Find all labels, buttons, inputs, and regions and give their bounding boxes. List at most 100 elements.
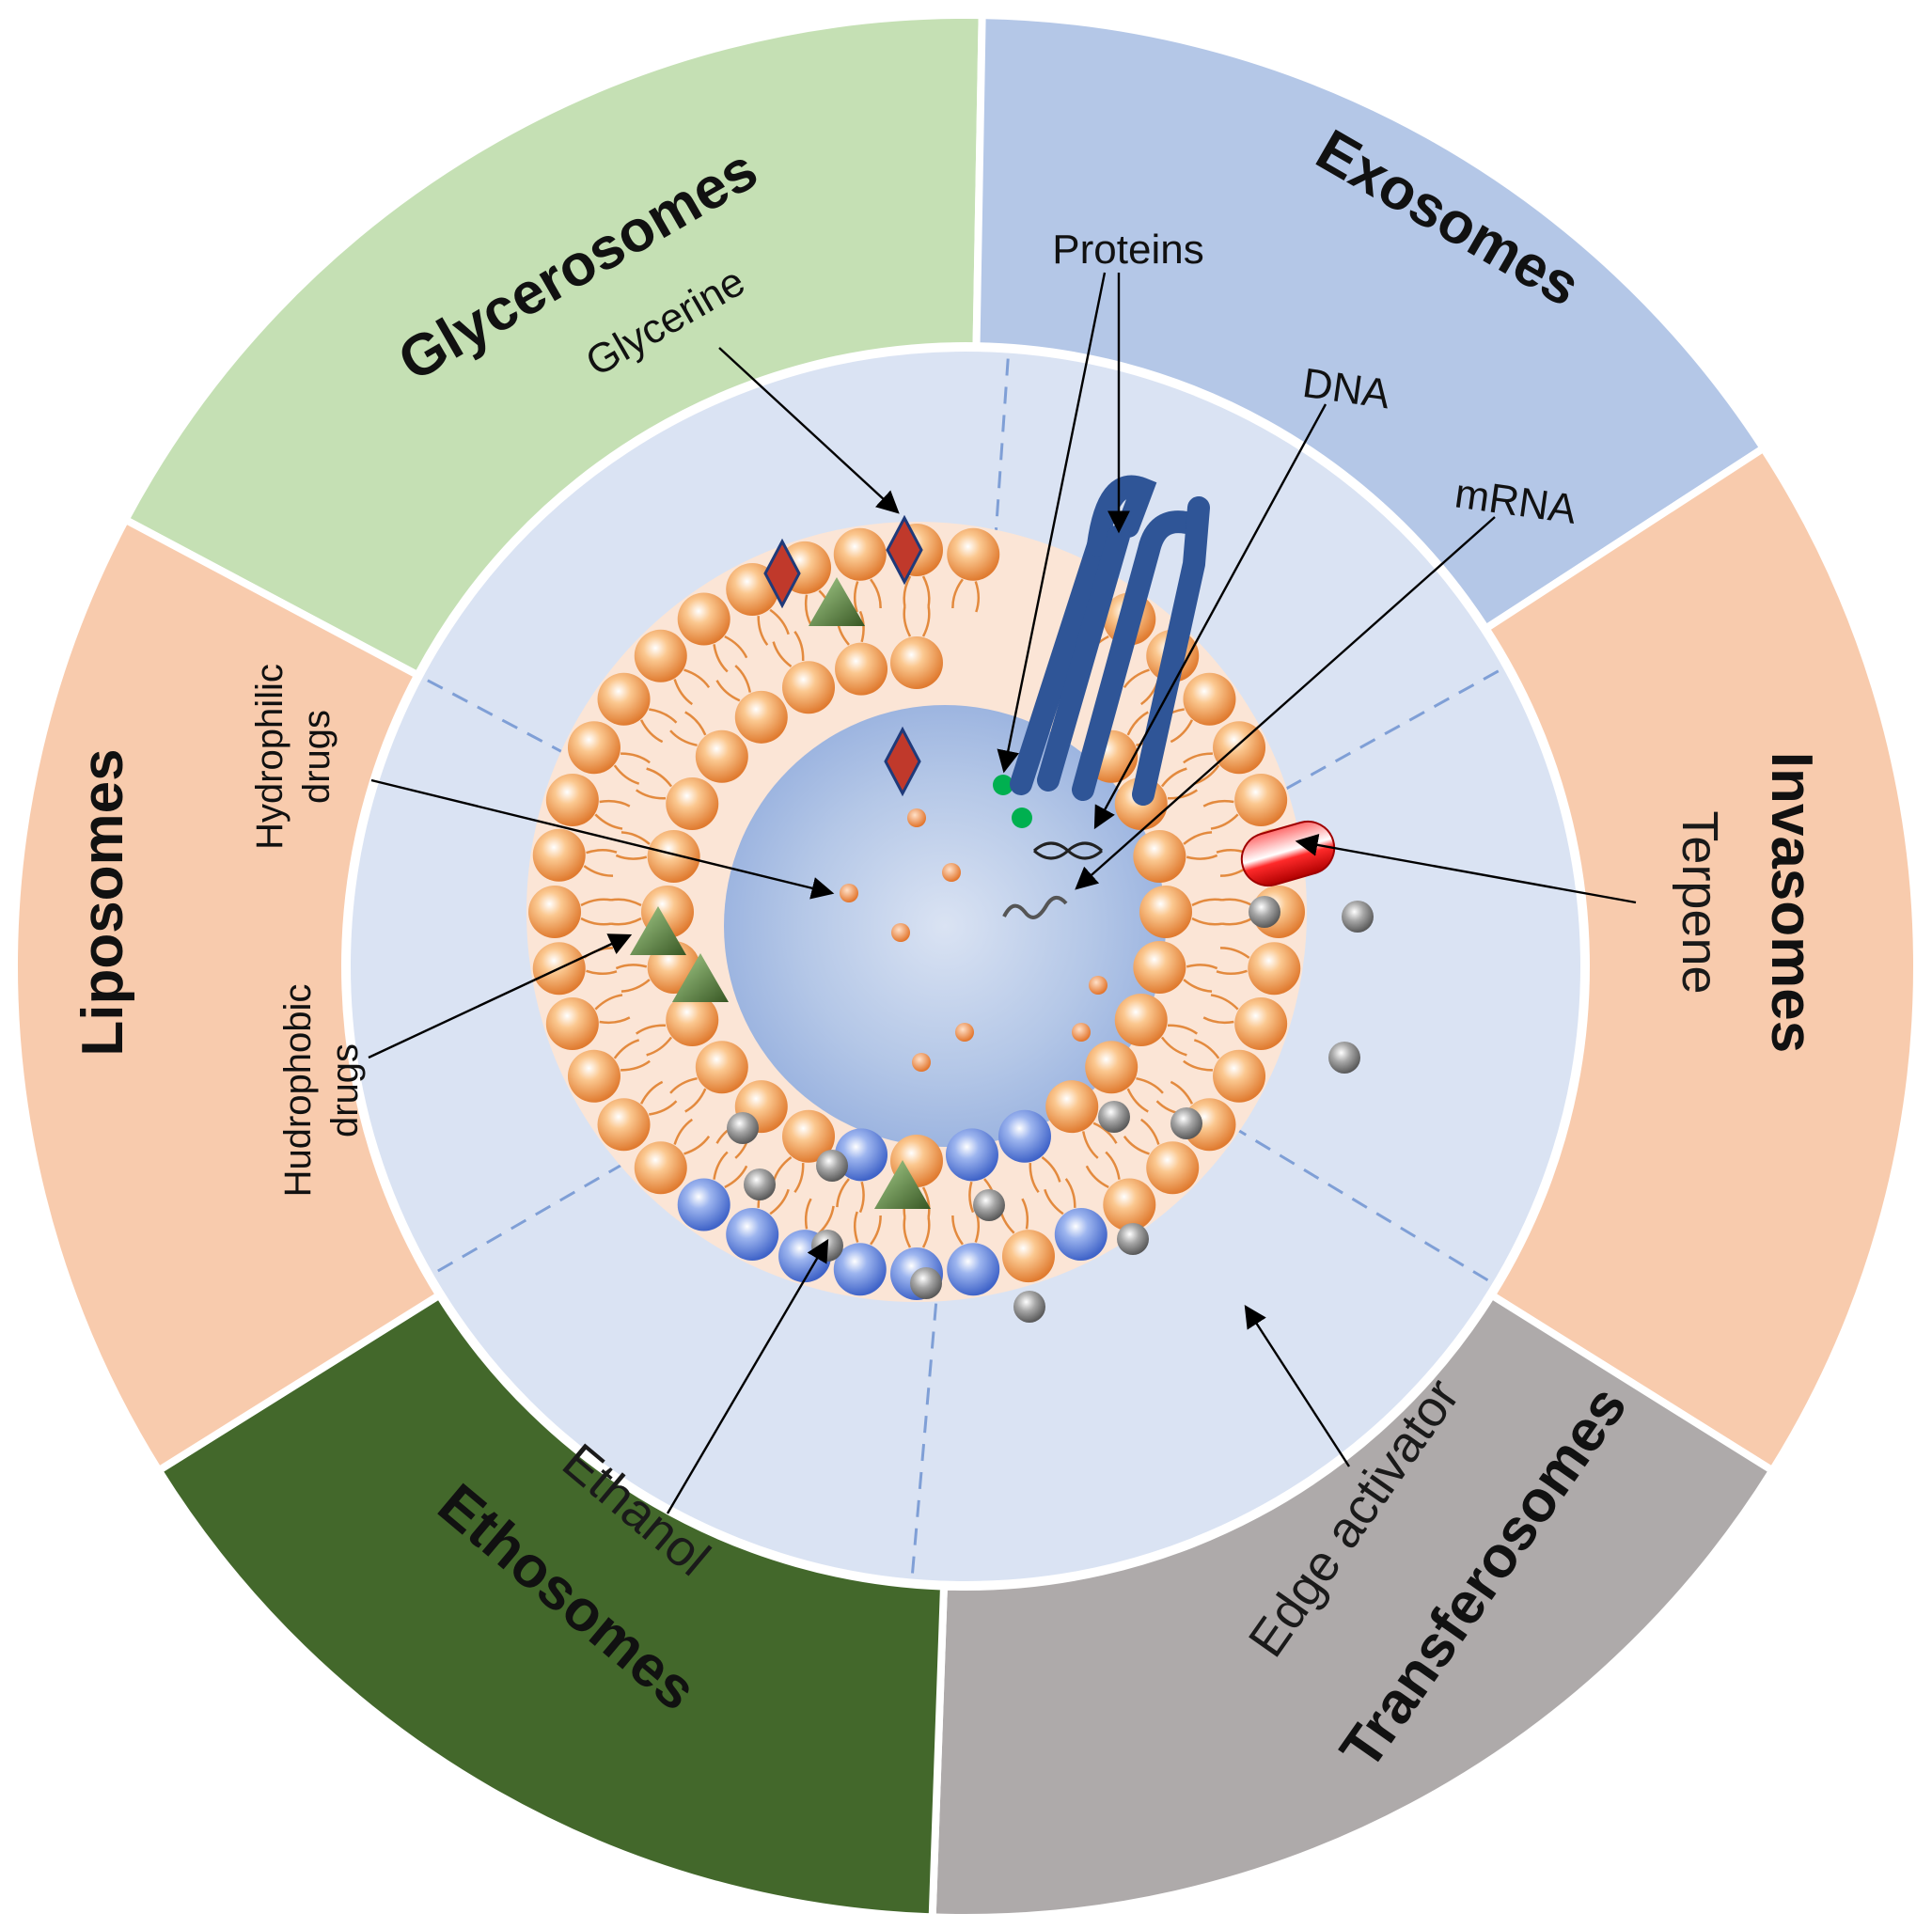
lipid-tail: [615, 964, 648, 970]
annotation-arrow: [1244, 1304, 1351, 1467]
lipid-tail: [903, 1216, 912, 1248]
lipid-tail: [646, 1036, 673, 1057]
vesicle: [526, 514, 1374, 1323]
lipid-tail: [594, 994, 623, 1011]
lipid-tail: [613, 1039, 640, 1059]
lipid-tail: [769, 1188, 790, 1215]
lipid-tail: [1167, 789, 1199, 800]
phospholipid-head: [567, 1049, 620, 1103]
lipid-tail: [1085, 1165, 1109, 1189]
lipid-tail: [974, 581, 981, 613]
lipid-tail: [599, 799, 631, 808]
phospholipid-head: [528, 886, 581, 938]
phospholipid-head: [1001, 1230, 1055, 1283]
glycerine-diamond: [886, 514, 923, 586]
lipid-tail: [1136, 1076, 1164, 1094]
nucleic-acid-dot: [1012, 808, 1032, 828]
lipid-tail: [1105, 1151, 1121, 1180]
lipid-tail: [724, 635, 748, 659]
edge-activator-head: [677, 1178, 730, 1231]
phospholipid-head: [545, 774, 599, 827]
phospholipid-head: [695, 1041, 748, 1094]
lipid-tail: [620, 831, 651, 845]
label-hydrophilic-line2: drugs: [296, 710, 338, 804]
lipid-tail: [1126, 711, 1149, 736]
lipid-tail: [1160, 1036, 1187, 1057]
lipid-tail: [921, 575, 931, 607]
lipid-tail: [649, 1100, 678, 1116]
phospholipid-head: [1045, 1080, 1099, 1134]
lipid-tail: [1210, 813, 1239, 830]
phospholipid-head: [1133, 830, 1186, 884]
lipid-tail: [1167, 1024, 1199, 1035]
lipid-tail: [615, 854, 648, 860]
lipid-tails: [580, 575, 1253, 1248]
phospholipid-head: [890, 636, 943, 689]
ethanol-sphere: [727, 1112, 759, 1144]
lipid-tail: [620, 979, 651, 993]
lipid-tail: [757, 616, 769, 646]
phospholipid-head: [1213, 721, 1266, 775]
lipid-tail: [1191, 898, 1223, 907]
phospholipid-head: [1183, 672, 1236, 726]
ethanol-sphere: [973, 1189, 1005, 1221]
phospholipid-head: [532, 828, 586, 882]
lipid-tail: [793, 630, 805, 662]
lipid-tail: [1183, 1059, 1213, 1072]
lipid-tail: [1183, 831, 1213, 845]
phospholipid-head: [1248, 942, 1301, 996]
lipid-tail: [1221, 917, 1253, 926]
lipid-tail: [870, 578, 882, 609]
edge-activator-head: [997, 1109, 1051, 1163]
ethanol-sphere: [1013, 1291, 1045, 1323]
annotation-arrow: [666, 1238, 829, 1514]
lipid-tail: [921, 1186, 931, 1218]
lipid-tail: [684, 1088, 707, 1113]
phospholipid-head: [666, 993, 719, 1046]
hydrophilic-drug-dot: [840, 884, 858, 902]
ethanol-sphere: [1328, 1042, 1360, 1074]
edge-activator-head: [947, 1243, 1000, 1296]
lipid-tail: [1193, 1039, 1220, 1059]
phospholipid-head: [1085, 1041, 1139, 1094]
dashed-dividers: [425, 356, 1501, 1576]
ethanol-sphere: [1170, 1107, 1202, 1139]
title-liposomes: Liposomes: [71, 748, 135, 1056]
lipid-tail: [583, 865, 614, 877]
edge-activator-head: [945, 1128, 998, 1182]
lipid-tail: [804, 1198, 812, 1230]
edge-activator-head: [833, 1243, 887, 1296]
label-terpene: Terpene: [1672, 810, 1728, 994]
phospholipid-head: [545, 996, 599, 1050]
lipid-tail: [649, 708, 678, 724]
phospholipid-head: [835, 642, 888, 696]
lipid-tail: [1170, 719, 1194, 744]
divider-line: [910, 965, 967, 1576]
lipid-tail: [610, 898, 642, 907]
lipid-tail: [903, 575, 912, 607]
phospholipid-head: [597, 672, 651, 726]
hydrophilic-drug-dot: [955, 1023, 974, 1042]
ethanol-sphere: [1249, 896, 1280, 928]
lipid-tail: [836, 1178, 850, 1208]
lipid-tail: [1219, 947, 1250, 959]
lipid-tail: [1021, 1198, 1029, 1230]
lipid-tail: [713, 1151, 729, 1180]
lipid-tail: [1029, 1162, 1040, 1194]
lipid-tail: [804, 594, 812, 626]
lipid-tail: [586, 848, 618, 855]
annotation-arrow: [718, 347, 900, 514]
annotation-arrows: [368, 272, 1637, 1514]
phospholipid-head: [647, 830, 700, 884]
phospholipid-head: [1234, 996, 1288, 1050]
phospholipid-head: [597, 1098, 651, 1152]
edge-activator-head: [726, 1208, 779, 1262]
phospholipid-head: [947, 527, 1000, 581]
lipid-tail: [673, 1118, 694, 1145]
lipid-tail: [684, 711, 707, 736]
lipid-tail: [1044, 1188, 1064, 1215]
lipid-tail: [734, 665, 752, 693]
phospholipid-head: [1234, 774, 1288, 827]
hydrophilic-drug-dot: [1072, 1023, 1091, 1042]
hydrophobic-drug-triangle: [630, 906, 686, 955]
